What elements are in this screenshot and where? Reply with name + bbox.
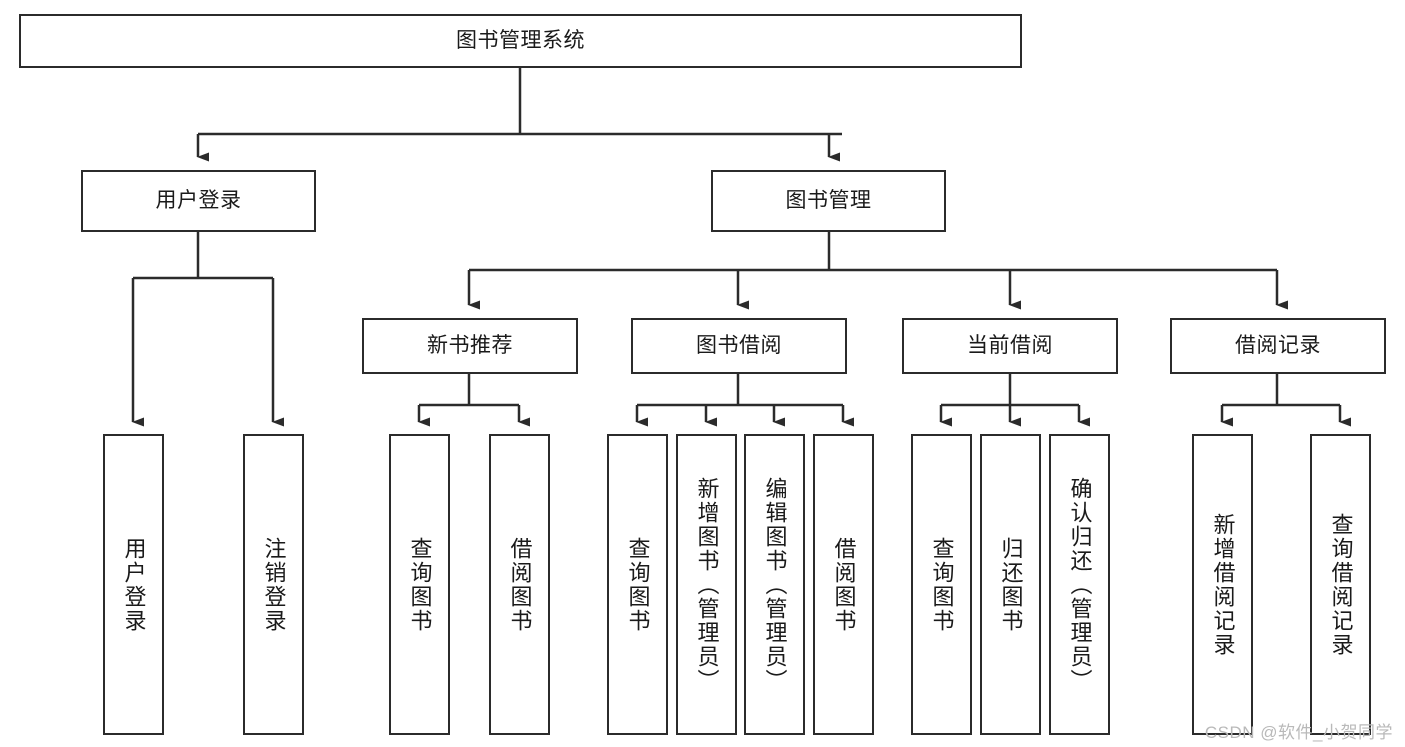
leaf-record-query-record[interactable]: 查询借阅记录: [1310, 434, 1371, 735]
node-label: 借阅图书: [831, 536, 857, 633]
leaf-recommend-borrow-book[interactable]: 借阅图书: [489, 434, 550, 735]
node-current-borrow[interactable]: 当前借阅: [902, 318, 1118, 374]
node-label: 用户登录: [121, 536, 147, 633]
leaf-user-login-logout[interactable]: 注销登录: [243, 434, 304, 735]
node-book-borrow[interactable]: 图书借阅: [631, 318, 847, 374]
node-label: 确认归还（管理员）: [1067, 476, 1093, 693]
node-label: 新书推荐: [427, 333, 513, 357]
node-label: 归还图书: [998, 536, 1024, 633]
leaf-current-query-book[interactable]: 查询图书: [911, 434, 972, 735]
node-label: 编辑图书（管理员）: [762, 476, 788, 693]
node-root-system[interactable]: 图书管理系统: [19, 14, 1022, 68]
node-label: 注销登录: [261, 536, 287, 633]
node-label: 新增图书（管理员）: [694, 476, 720, 693]
leaf-borrow-add-book-admin[interactable]: 新增图书（管理员）: [676, 434, 737, 735]
node-book-management[interactable]: 图书管理: [711, 170, 946, 232]
node-label: 查询图书: [929, 536, 955, 633]
node-label: 图书管理: [785, 188, 872, 212]
leaf-current-confirm-return-admin[interactable]: 确认归还（管理员）: [1049, 434, 1110, 735]
node-label: 用户登录: [155, 188, 242, 212]
node-borrow-record[interactable]: 借阅记录: [1170, 318, 1386, 374]
node-new-book-recommend[interactable]: 新书推荐: [362, 318, 578, 374]
leaf-borrow-edit-book-admin[interactable]: 编辑图书（管理员）: [744, 434, 805, 735]
node-user-login[interactable]: 用户登录: [81, 170, 316, 232]
node-label: 新增借阅记录: [1210, 512, 1236, 657]
leaf-borrow-query-book[interactable]: 查询图书: [607, 434, 668, 735]
watermark-text: CSDN @软件_小贺同学: [1204, 723, 1393, 742]
node-label: 图书管理系统: [456, 28, 585, 52]
leaf-borrow-borrow-book[interactable]: 借阅图书: [813, 434, 874, 735]
node-label: 借阅记录: [1235, 333, 1321, 357]
node-label: 查询图书: [625, 536, 651, 633]
node-label: 查询借阅记录: [1328, 512, 1354, 657]
node-label: 当前借阅: [967, 333, 1053, 357]
node-label: 查询图书: [407, 536, 433, 633]
node-label: 图书借阅: [696, 333, 782, 357]
leaf-user-login-login[interactable]: 用户登录: [103, 434, 164, 735]
leaf-record-add-record[interactable]: 新增借阅记录: [1192, 434, 1253, 735]
node-label: 借阅图书: [507, 536, 533, 633]
leaf-recommend-query-book[interactable]: 查询图书: [389, 434, 450, 735]
leaf-current-return-book[interactable]: 归还图书: [980, 434, 1041, 735]
